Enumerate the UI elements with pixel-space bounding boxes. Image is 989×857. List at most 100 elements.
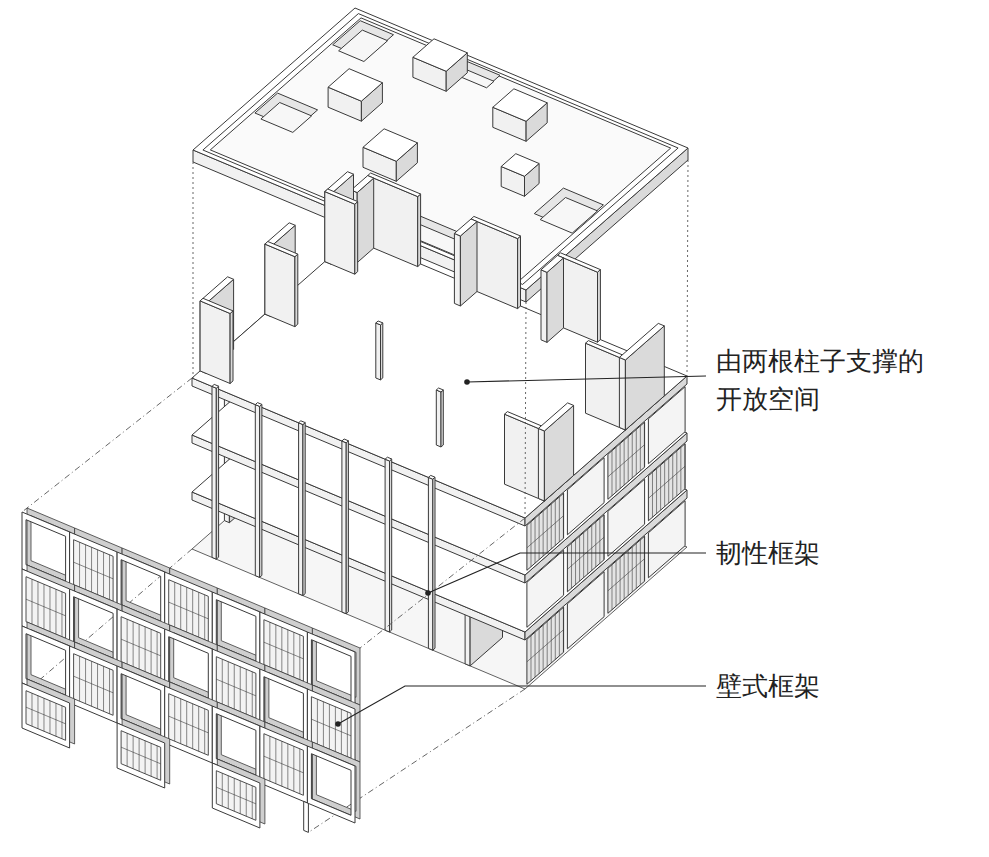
leader-line [338,686,706,724]
wall-segment [355,202,358,275]
rooftop-equipment [493,89,547,122]
panel-tile-line [169,602,209,619]
wall-segment [471,216,521,238]
wall-panel [567,572,604,649]
wall-panel [608,536,645,613]
frame-cell [165,686,213,763]
wall-segment [295,254,298,327]
parapet [203,14,678,285]
projection-line [525,302,526,518]
frame-column [299,423,303,596]
frame-column [260,404,262,577]
frame-column [346,441,348,614]
panel-tile-line [264,756,304,773]
building-body [192,172,687,689]
leader-lines [335,376,706,727]
floor-plate [192,236,687,518]
callout-label: 壁式框架 [716,667,936,705]
leader-line [428,553,706,593]
tile-panel [121,731,161,781]
wall-segment [454,219,477,236]
frame-column [255,403,262,407]
tile-panel [74,654,114,716]
frame-cell [70,646,118,723]
central-column [441,390,443,447]
tile-panel [26,691,66,741]
frame-cell [260,726,308,803]
frame-column [428,477,432,650]
panel-tile-line [74,562,114,579]
wall-segment [619,357,625,430]
frame-column [385,457,392,461]
frame-column [299,421,306,425]
panel-tile-line [121,747,161,764]
panel-tile-line [26,599,66,616]
panel-tile-line [527,516,564,548]
frame-column [255,405,259,578]
wall-panel [648,501,685,578]
wall-segment [351,176,374,193]
leader-dot [335,721,341,727]
central-column [436,390,441,447]
frame-column [385,459,389,632]
rooftop-equipment [413,39,467,72]
panel-tile-line [26,707,66,724]
frame-column [428,475,435,479]
wall-segment [265,244,295,327]
projection-line [355,518,525,652]
roof-opening [261,103,312,133]
wall-segment [265,242,298,257]
projection-line [22,378,192,512]
panel-tile-line [648,466,685,498]
roof-opening [339,30,388,61]
tile-panel [264,734,304,796]
central-column [436,388,443,392]
leader-dot [464,379,470,385]
wall-segment [325,189,358,204]
projection-line [308,689,525,832]
wall-panel [527,607,564,684]
projection-line [193,162,194,378]
leader-line [467,376,706,382]
rooftop-equipment [328,69,382,102]
frame-column [212,386,216,559]
frame-post [304,801,309,832]
central-column [376,323,381,380]
wall-segment [325,192,355,275]
frame-column [342,439,349,443]
callout-label: 韧性框架 [716,534,936,572]
panel-tile-line [216,787,256,804]
projection-line [687,160,688,376]
central-column [376,321,383,325]
roof-opening [540,198,597,234]
projection-guides [22,160,688,832]
rooftop-equipment [501,154,539,177]
frame-column [390,459,392,632]
panel-tile-line [169,716,209,733]
panel-tile-line [608,559,645,591]
callout-label: 由两根柱子支撑的 开放空间 [716,342,978,418]
frame-column [303,423,305,596]
wall-segment [598,270,601,343]
panel-tile-line [527,630,564,662]
wall-frame [22,508,360,832]
wall-segment [454,233,460,306]
panel-tile-line [608,445,645,477]
panel-tile-line [264,642,304,659]
wall-segment [230,311,233,384]
frame-cell [117,723,165,788]
wall-segment [541,255,564,272]
central-column [381,323,383,380]
wall-segment [418,194,421,267]
wall-segment [619,323,664,360]
frame-cell [212,763,260,828]
wall-segment [200,298,233,313]
wall-segment [518,236,521,309]
wall-segment [538,428,544,501]
frame-column [433,477,435,650]
panel-tile-line [311,719,351,736]
wall-segment [200,301,230,384]
frame-cell [307,746,355,823]
